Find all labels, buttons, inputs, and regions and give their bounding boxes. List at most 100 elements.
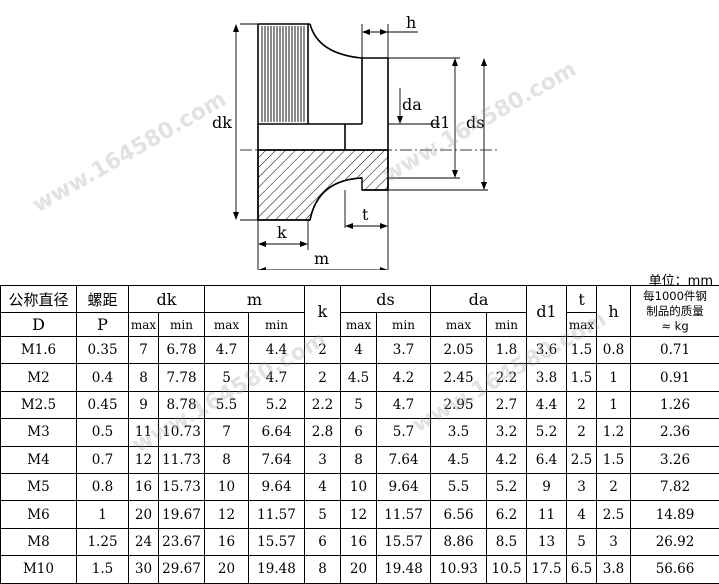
- header-d-cn: 公称直径: [1, 286, 77, 313]
- cell-dk-min: 7.78: [159, 364, 205, 391]
- header-dk-min: min: [159, 313, 205, 337]
- cell-da-min: 4.2: [487, 446, 527, 473]
- cell-d1: 3.8: [527, 364, 567, 391]
- cell-mass: 0.91: [631, 364, 719, 391]
- cell-d1: 4.4: [527, 391, 567, 418]
- header-d: D: [1, 313, 77, 337]
- cell-k: 6: [305, 528, 341, 555]
- cell-da-min: 5.2: [487, 473, 527, 500]
- cell-ds-max: 10: [341, 473, 377, 500]
- cell-d1: 6.4: [527, 446, 567, 473]
- cell-ds-max: 20: [341, 556, 377, 583]
- dimension-lines: [236, 24, 500, 270]
- cell-ds-min: 19.48: [377, 556, 431, 583]
- cell-dk-min: 29.67: [159, 556, 205, 583]
- cell-m-min: 6.64: [249, 419, 305, 446]
- cell-d1: 3.6: [527, 337, 567, 364]
- cell-mass: 56.66: [631, 556, 719, 583]
- cell-m-min: 7.64: [249, 446, 305, 473]
- label-d1: d1: [430, 113, 450, 132]
- cell-k: 2: [305, 364, 341, 391]
- label-dk: dk: [212, 113, 232, 132]
- header-mass: 每1000件钢 制品的质量 ≈ kg: [631, 286, 719, 337]
- cell-dk-max: 24: [129, 528, 159, 555]
- cell-P: 0.4: [77, 364, 129, 391]
- cell-ds-max: 6: [341, 419, 377, 446]
- cell-m-min: 5.2: [249, 391, 305, 418]
- section-hatch: [258, 150, 388, 220]
- cell-mass: 7.82: [631, 473, 719, 500]
- cell-m-min: 15.57: [249, 528, 305, 555]
- cell-h: 1: [597, 364, 631, 391]
- cell-d1: 9: [527, 473, 567, 500]
- header-ds-min: min: [377, 313, 431, 337]
- cell-m-max: 20: [205, 556, 249, 583]
- header-h: h: [597, 286, 631, 337]
- cell-D: M2: [1, 364, 77, 391]
- cell-P: 1.25: [77, 528, 129, 555]
- header-p-cn: 螺距: [77, 286, 129, 313]
- header-mass-line1: 每1000件钢: [631, 289, 719, 304]
- cell-D: M1.6: [1, 337, 77, 364]
- cell-mass: 14.89: [631, 501, 719, 528]
- cell-t-max: 5: [567, 528, 597, 555]
- cell-D: M8: [1, 528, 77, 555]
- header-m-min: min: [249, 313, 305, 337]
- cell-dk-max: 20: [129, 501, 159, 528]
- cell-ds-min: 15.57: [377, 528, 431, 555]
- label-ds: ds: [466, 113, 484, 132]
- cell-P: 0.7: [77, 446, 129, 473]
- cell-mass: 0.71: [631, 337, 719, 364]
- cell-D: M3: [1, 419, 77, 446]
- cell-d1: 13: [527, 528, 567, 555]
- cell-m-max: 10: [205, 473, 249, 500]
- cell-dk-max: 30: [129, 556, 159, 583]
- cell-da-min: 2.2: [487, 364, 527, 391]
- cell-mass: 2.36: [631, 419, 719, 446]
- cell-dk-min: 8.78: [159, 391, 205, 418]
- cell-d1: 5.2: [527, 419, 567, 446]
- cell-m-max: 7: [205, 419, 249, 446]
- cell-D: M10: [1, 556, 77, 583]
- knurl-pattern: [262, 24, 308, 124]
- header-ds-max: max: [341, 313, 377, 337]
- header-k: k: [305, 286, 341, 337]
- cell-m-max: 16: [205, 528, 249, 555]
- cell-dk-max: 7: [129, 337, 159, 364]
- cell-m-min: 4.7: [249, 364, 305, 391]
- cell-t-max: 2.5: [567, 446, 597, 473]
- cell-k: 2.2: [305, 391, 341, 418]
- cell-dk-max: 8: [129, 364, 159, 391]
- cell-k: 2.8: [305, 419, 341, 446]
- header-row-1: 公称直径 螺距 dk m k ds da d1 t h 每1000件钢 制品的质…: [1, 286, 719, 313]
- cell-m-min: 9.64: [249, 473, 305, 500]
- cell-da-min: 8.5: [487, 528, 527, 555]
- cell-ds-min: 9.64: [377, 473, 431, 500]
- cell-dk-min: 11.73: [159, 446, 205, 473]
- cell-ds-max: 4: [341, 337, 377, 364]
- cell-da-max: 4.5: [431, 446, 487, 473]
- label-k: k: [277, 223, 287, 242]
- cell-P: 0.45: [77, 391, 129, 418]
- header-ds: ds: [341, 286, 431, 313]
- cell-ds-max: 16: [341, 528, 377, 555]
- cell-t-max: 2: [567, 391, 597, 418]
- cell-P: 0.5: [77, 419, 129, 446]
- cell-P: 1.5: [77, 556, 129, 583]
- cell-h: 3.8: [597, 556, 631, 583]
- cell-dk-min: 15.73: [159, 473, 205, 500]
- cell-t-max: 3: [567, 473, 597, 500]
- cell-D: M5: [1, 473, 77, 500]
- header-p: P: [77, 313, 129, 337]
- cell-h: 1: [597, 391, 631, 418]
- cell-ds-min: 5.7: [377, 419, 431, 446]
- cell-da-max: 3.5: [431, 419, 487, 446]
- cell-P: 1: [77, 501, 129, 528]
- cell-ds-min: 7.64: [377, 446, 431, 473]
- cell-mass: 26.92: [631, 528, 719, 555]
- cell-da-max: 5.5: [431, 473, 487, 500]
